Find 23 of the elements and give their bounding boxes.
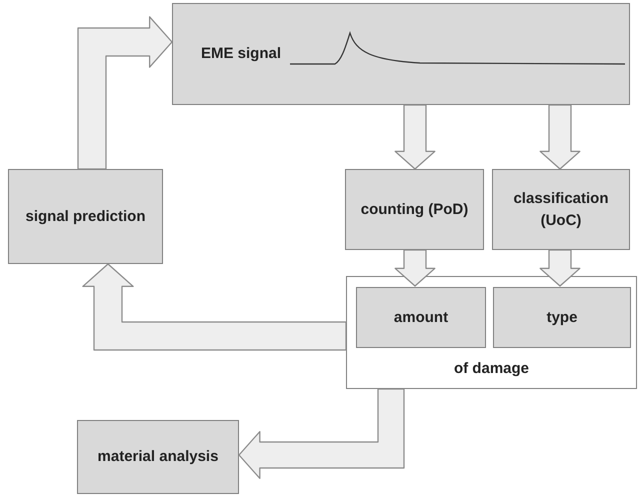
block-arrow xyxy=(540,104,580,170)
block-arrow xyxy=(82,263,347,351)
node-label: of damage xyxy=(454,359,529,380)
group-panel xyxy=(346,276,637,389)
block-arrow xyxy=(238,388,405,479)
node-label: signal prediction xyxy=(25,206,146,227)
block-arrow xyxy=(540,249,580,287)
node-label: EME signal xyxy=(201,44,282,64)
node-label: material analysis xyxy=(98,447,218,468)
process-box xyxy=(77,420,239,494)
block-arrow xyxy=(77,16,173,170)
process-box xyxy=(356,287,486,348)
process-box xyxy=(8,169,163,264)
process-box xyxy=(172,3,630,105)
process-box xyxy=(493,287,631,348)
block-arrow xyxy=(394,104,436,170)
block-arrow xyxy=(394,249,436,287)
process-box xyxy=(492,169,630,250)
node-label: type xyxy=(546,308,578,328)
process-box xyxy=(345,169,484,250)
node-label: amount xyxy=(394,308,448,328)
node-label: counting (PoD) xyxy=(360,200,468,220)
node-label: classification (UoC) xyxy=(512,188,610,230)
